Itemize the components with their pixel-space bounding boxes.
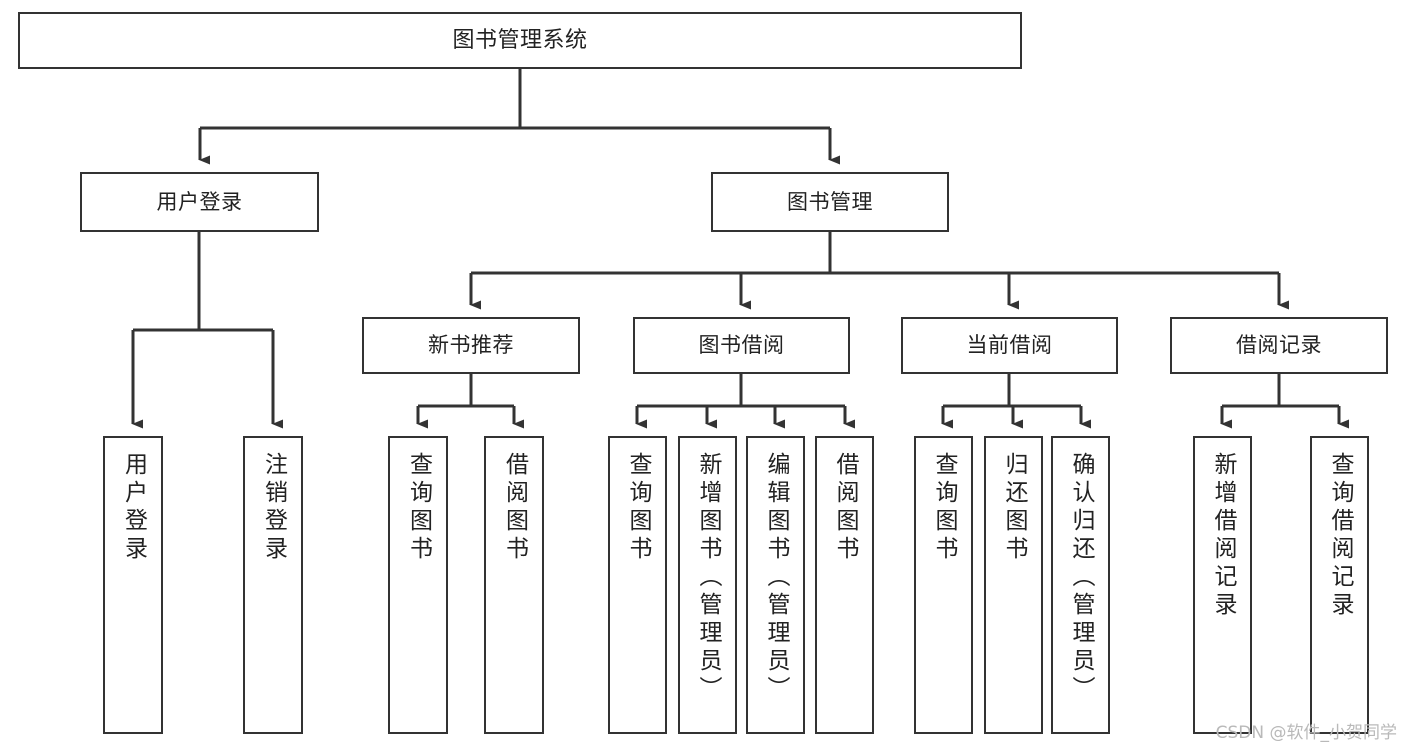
node-label: 用户登录 <box>120 452 147 564</box>
node-user-login[interactable]: 用户登录 <box>80 172 319 232</box>
node-label: 图书管理系统 <box>452 27 588 53</box>
node-label: 查询图书 <box>931 452 957 564</box>
leaf-query-borrow-record[interactable]: 查询借阅记录 <box>1310 436 1369 734</box>
node-label: 查询图书 <box>405 452 432 564</box>
node-label: 编辑图书（管理员） <box>763 452 789 704</box>
node-label: 新增借阅记录 <box>1210 452 1236 620</box>
node-label: 用户登录 <box>156 189 243 214</box>
node-label: 查询图书 <box>625 452 651 564</box>
leaf-add-borrow-record[interactable]: 新增借阅记录 <box>1193 436 1252 734</box>
node-root-system[interactable]: 图书管理系统 <box>18 12 1022 69</box>
node-label: 归还图书 <box>1001 452 1027 564</box>
node-book-management[interactable]: 图书管理 <box>711 172 949 232</box>
leaf-confirm-return-admin[interactable]: 确认归还（管理员） <box>1051 436 1110 734</box>
node-label: 图书管理 <box>787 189 873 214</box>
leaf-add-book-admin[interactable]: 新增图书（管理员） <box>678 436 737 734</box>
node-current-borrowing[interactable]: 当前借阅 <box>901 317 1118 374</box>
node-new-book-recommendation[interactable]: 新书推荐 <box>362 317 580 374</box>
leaf-borrow-books[interactable]: 借阅图书 <box>815 436 874 734</box>
node-label: 借阅记录 <box>1236 333 1322 358</box>
leaf-query-books-borrow[interactable]: 查询图书 <box>608 436 667 734</box>
node-label: 借阅图书 <box>501 452 528 564</box>
node-label: 注销登录 <box>260 452 287 564</box>
leaf-edit-book-admin[interactable]: 编辑图书（管理员） <box>746 436 805 734</box>
node-label: 图书借阅 <box>698 333 785 358</box>
node-label: 新书推荐 <box>428 333 514 358</box>
node-borrowing-records[interactable]: 借阅记录 <box>1170 317 1388 374</box>
node-label: 借阅图书 <box>832 452 858 564</box>
node-label: 新增图书（管理员） <box>695 452 721 704</box>
node-label: 查询借阅记录 <box>1327 452 1353 620</box>
node-label: 确认归还（管理员） <box>1068 452 1094 704</box>
node-book-borrowing[interactable]: 图书借阅 <box>633 317 850 374</box>
csdn-watermark: CSDN @软件_小贺同学 <box>1215 723 1397 743</box>
leaf-borrow-books-rec[interactable]: 借阅图书 <box>484 436 544 734</box>
leaf-user-login[interactable]: 用户登录 <box>103 436 163 734</box>
leaf-query-books-rec[interactable]: 查询图书 <box>388 436 448 734</box>
leaf-logout[interactable]: 注销登录 <box>243 436 303 734</box>
leaf-return-books[interactable]: 归还图书 <box>984 436 1043 734</box>
leaf-query-books-current[interactable]: 查询图书 <box>914 436 973 734</box>
node-label: 当前借阅 <box>966 333 1053 358</box>
